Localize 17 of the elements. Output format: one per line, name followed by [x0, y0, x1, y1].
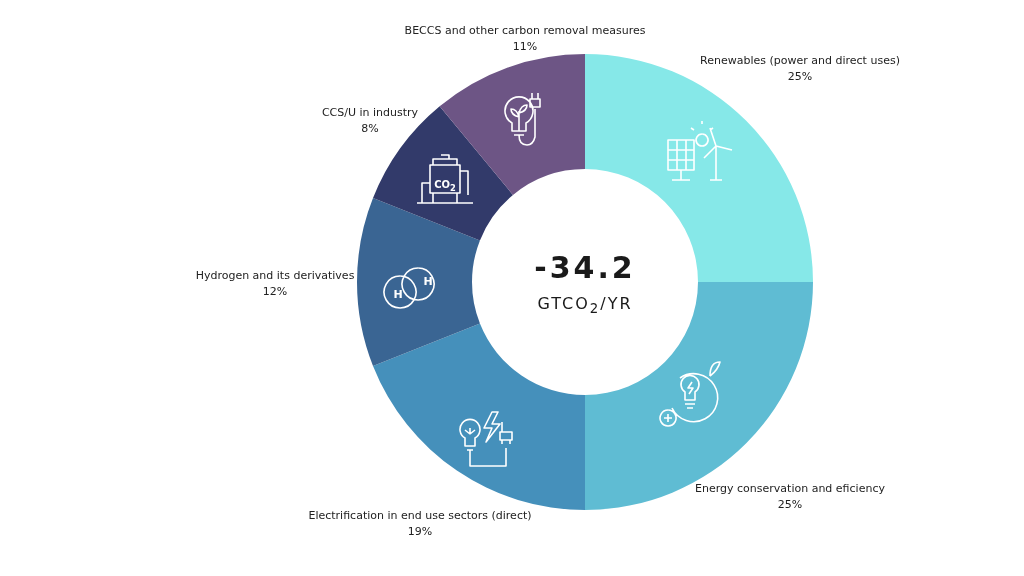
value-label: 11%: [512, 40, 538, 52]
category-label: CCS/U in industry: [321, 106, 419, 118]
value-label: 25%: [777, 498, 803, 510]
icon-text: H: [423, 275, 433, 287]
category-label: Hydrogen and its derivatives: [195, 269, 355, 281]
total-value: -34.2: [534, 253, 636, 283]
value-label: 25%: [787, 70, 813, 82]
value-label: 19%: [407, 525, 433, 537]
category-label: BECCS and other carbon removal measures: [404, 24, 646, 36]
category-label: Energy conservation and eficiency: [695, 482, 885, 494]
icon-text: H: [393, 288, 403, 300]
value-label: 12%: [262, 285, 288, 297]
value-label: 8%: [361, 122, 379, 134]
category-label: Electrification in end use sectors (direct): [308, 509, 532, 521]
category-label: Renewables (power and direct uses): [700, 54, 900, 66]
icon-text: CO$_{2}$: [434, 179, 456, 193]
unit-label: GTCO$_{2}$/YR: [537, 296, 633, 316]
